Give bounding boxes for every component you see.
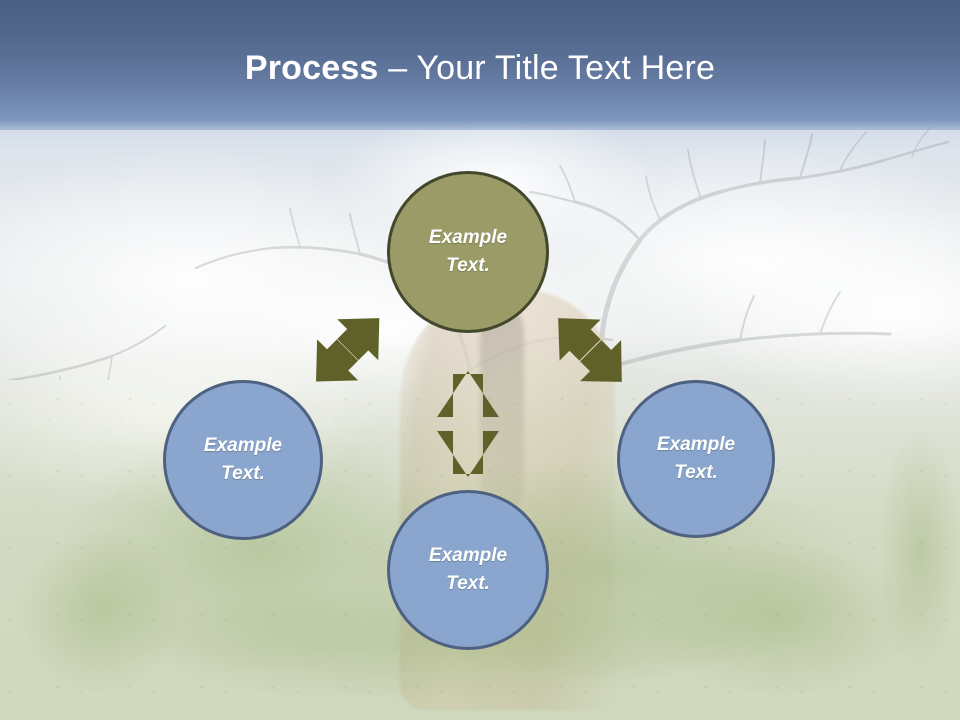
node-label-line2: Text.: [674, 462, 718, 483]
node-label-line2: Text.: [446, 255, 490, 276]
page-title-rest: – Your Title Text Here: [378, 49, 716, 87]
node-label-line1: Example: [428, 545, 508, 566]
arrow-hub-to-right: [558, 318, 622, 382]
process-node-right[interactable]: Example Text.: [617, 380, 775, 538]
arrow-hub-to-bottom: [437, 371, 499, 477]
node-label-line2: Text.: [221, 463, 265, 484]
process-node-left[interactable]: Example Text.: [163, 380, 323, 540]
node-label-line1: Example: [656, 434, 736, 455]
process-node-top[interactable]: Example Text.: [387, 171, 549, 333]
page-title-bold: Process: [244, 49, 379, 87]
arrow-hub-to-left: [316, 318, 380, 382]
node-label-line1: Example: [203, 435, 283, 456]
node-label-line1: Example: [428, 227, 508, 248]
node-label-line2: Text.: [446, 573, 490, 594]
page-title: Process – Your Title Text Here: [0, 47, 960, 89]
process-node-bottom[interactable]: Example Text.: [387, 490, 549, 650]
title-banner: [0, 0, 960, 130]
